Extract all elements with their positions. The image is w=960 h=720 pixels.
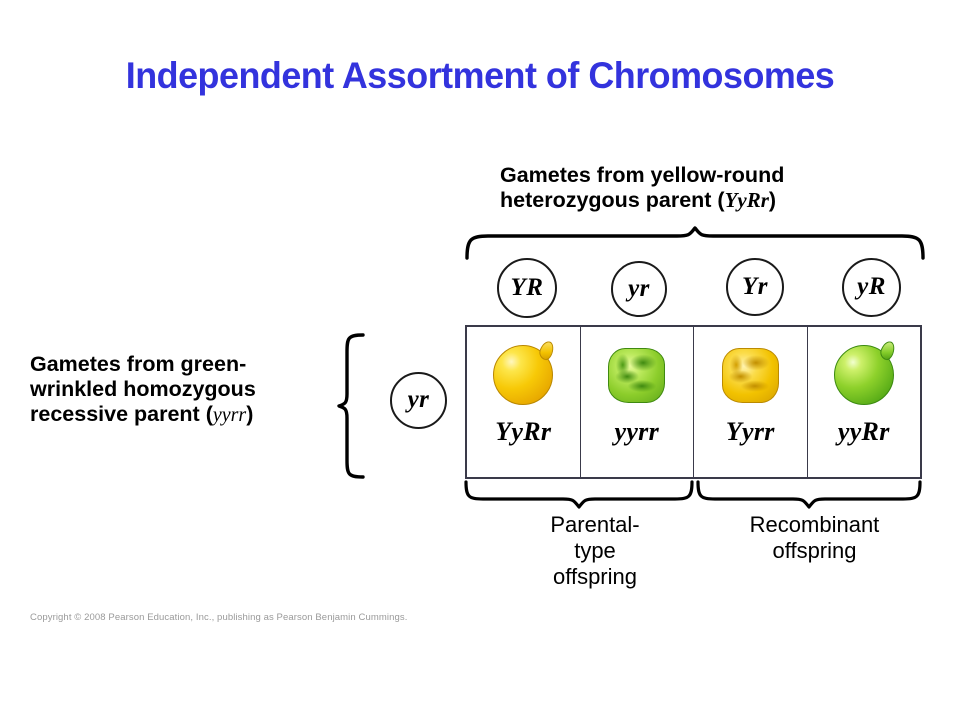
offspring-genotype-1: YyRr xyxy=(495,417,552,446)
gamete-label-yr-left: yr xyxy=(407,386,430,413)
offspring-grid: YyRr yyrr Yyrr yyRr xyxy=(465,325,922,479)
left-parent-line-3: recessive parent (yyrr) xyxy=(30,402,342,428)
copyright-notice: Copyright © 2008 Pearson Education, Inc.… xyxy=(30,612,408,623)
parental-offspring-label: Parental- type offspring xyxy=(550,512,640,589)
gamete-label-YR: YR xyxy=(510,273,544,301)
top-brace xyxy=(465,226,925,260)
recombinant-brace xyxy=(696,480,922,509)
top-parent-genotype: YyRr xyxy=(724,188,769,212)
pea-image-wrap-4 xyxy=(808,327,921,419)
pea-image-wrap-3 xyxy=(694,327,807,419)
offspring-cell-3[interactable]: Yyrr xyxy=(694,327,808,477)
pea-round-green-icon xyxy=(833,339,897,405)
offspring-cell-1[interactable]: YyRr xyxy=(467,327,581,477)
gamete-circle-yr-top[interactable]: yr xyxy=(611,261,667,317)
left-parent-genotype: yyrr xyxy=(212,404,247,426)
pea-wrinkled-green-icon xyxy=(608,347,666,403)
top-parent-line-2-close: ) xyxy=(768,188,777,212)
gamete-circle-Yr[interactable]: Yr xyxy=(726,258,784,316)
page-title: Independent Assortment of Chromosomes xyxy=(125,55,835,96)
pea-image-wrap-1 xyxy=(467,327,580,419)
parental-brace xyxy=(464,480,694,509)
top-parent-label: Gametes from yellow-round heterozygous p… xyxy=(500,163,920,213)
left-parent-line-1: Gametes from green- xyxy=(30,352,247,376)
gamete-label-Yr: Yr xyxy=(742,272,768,300)
offspring-genotype-4: yyRr xyxy=(837,417,890,446)
gamete-circle-yR[interactable]: yR xyxy=(842,258,901,317)
pea-image-wrap-2 xyxy=(581,327,694,419)
offspring-cell-4[interactable]: yyRr xyxy=(808,327,921,477)
left-parent-line-3-close: ) xyxy=(246,402,254,426)
top-parent-line-2-text: heterozygous parent ( xyxy=(500,188,725,212)
pea-wrinkled-yellow-icon xyxy=(721,347,779,403)
pea-stem-nub-icon xyxy=(878,339,897,362)
gamete-circle-yr-left[interactable]: yr xyxy=(390,372,447,429)
top-parent-line-1: Gametes from yellow-round xyxy=(500,163,785,187)
left-parent-line-2: wrinkled homozygous xyxy=(30,377,256,401)
gamete-circle-YR[interactable]: YR xyxy=(497,258,557,318)
offspring-genotype-3: Yyrr xyxy=(725,417,775,446)
gamete-label-yR: yR xyxy=(857,273,886,300)
pea-round-yellow-icon xyxy=(493,339,556,405)
gamete-label-yr-top: yr xyxy=(628,274,650,302)
left-brace xyxy=(337,333,365,479)
pea-stem-nub-icon xyxy=(537,339,556,362)
left-parent-line-3-text: recessive parent ( xyxy=(30,402,213,426)
offspring-genotype-2: yyrr xyxy=(614,417,660,446)
offspring-cell-2[interactable]: yyrr xyxy=(581,327,694,477)
recombinant-offspring-label: Recombinant offspring xyxy=(749,512,880,563)
left-parent-label: Gametes from green- wrinkled homozygous … xyxy=(30,352,342,428)
top-parent-line-2: heterozygous parent (YyRr) xyxy=(500,188,920,213)
